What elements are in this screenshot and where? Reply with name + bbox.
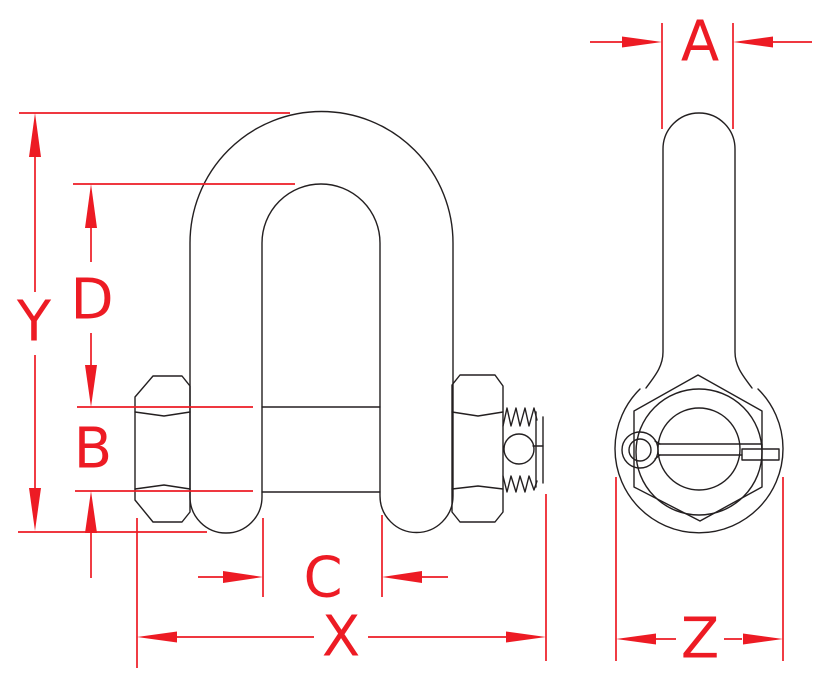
dimension-label-b: B bbox=[74, 417, 112, 482]
z-arrow-left bbox=[616, 633, 656, 645]
front-view bbox=[134, 110, 544, 534]
a-arrow-right bbox=[733, 36, 773, 48]
y-arrow-up bbox=[29, 113, 41, 157]
d-arrow-up bbox=[85, 184, 97, 228]
dimension-annotations: Y D B A C bbox=[16, 10, 812, 672]
washer-circle bbox=[635, 388, 763, 516]
hex-nut bbox=[451, 374, 504, 523]
dimension-label-a: A bbox=[681, 10, 719, 75]
x-arrow-right bbox=[506, 631, 546, 643]
dimension-x: X bbox=[137, 605, 546, 670]
thread-crests-bottom bbox=[502, 475, 538, 493]
shackle-body-outline bbox=[189, 110, 454, 534]
dimension-label-c: C bbox=[303, 546, 342, 611]
hex-head-facet-lower bbox=[134, 484, 191, 490]
z-arrow-right bbox=[743, 633, 783, 645]
dimension-c: C bbox=[198, 546, 448, 611]
dimension-d: D bbox=[70, 184, 114, 407]
cotter-stem-top bbox=[658, 443, 763, 450]
x-arrow-left bbox=[137, 631, 177, 643]
hex-head-facet-upper bbox=[134, 411, 191, 417]
a-arrow-left bbox=[622, 36, 662, 48]
cotter-pin bbox=[621, 431, 780, 469]
threaded-pin-end bbox=[502, 407, 544, 493]
cotter-pin-hole bbox=[503, 433, 535, 465]
dimension-a: A bbox=[590, 10, 812, 75]
dimension-y: Y bbox=[16, 113, 52, 531]
hex-head-outline bbox=[134, 375, 191, 523]
cotter-ring-outer bbox=[621, 431, 659, 469]
dimension-label-z: Z bbox=[681, 607, 719, 672]
extension-lines bbox=[18, 23, 784, 668]
side-body-outline bbox=[645, 112, 753, 389]
pin-end-circle bbox=[657, 407, 741, 491]
side-hex-nut bbox=[633, 374, 763, 522]
eye-outer-arc bbox=[614, 388, 784, 534]
d-arrow-down bbox=[85, 365, 97, 407]
b-arrow-up bbox=[85, 491, 97, 533]
c-arrow-left bbox=[223, 571, 263, 583]
hex-bolt-head bbox=[134, 375, 191, 523]
dimension-z: Z bbox=[616, 607, 783, 672]
hex-nut-facet-upper bbox=[451, 411, 504, 417]
hex-nut-facet-lower bbox=[451, 485, 504, 490]
c-arrow-right bbox=[382, 571, 422, 583]
dimension-label-d: D bbox=[70, 268, 113, 333]
cotter-ring-inner bbox=[628, 438, 652, 462]
y-arrow-down bbox=[29, 488, 41, 531]
dimension-b: B bbox=[74, 417, 112, 578]
thread-crests-top bbox=[502, 407, 538, 427]
hex-nut-outline bbox=[451, 374, 504, 523]
side-view bbox=[614, 112, 784, 534]
dimension-label-y: Y bbox=[16, 290, 52, 355]
dimension-label-x: X bbox=[322, 605, 360, 670]
cotter-bent-leg bbox=[741, 448, 780, 461]
